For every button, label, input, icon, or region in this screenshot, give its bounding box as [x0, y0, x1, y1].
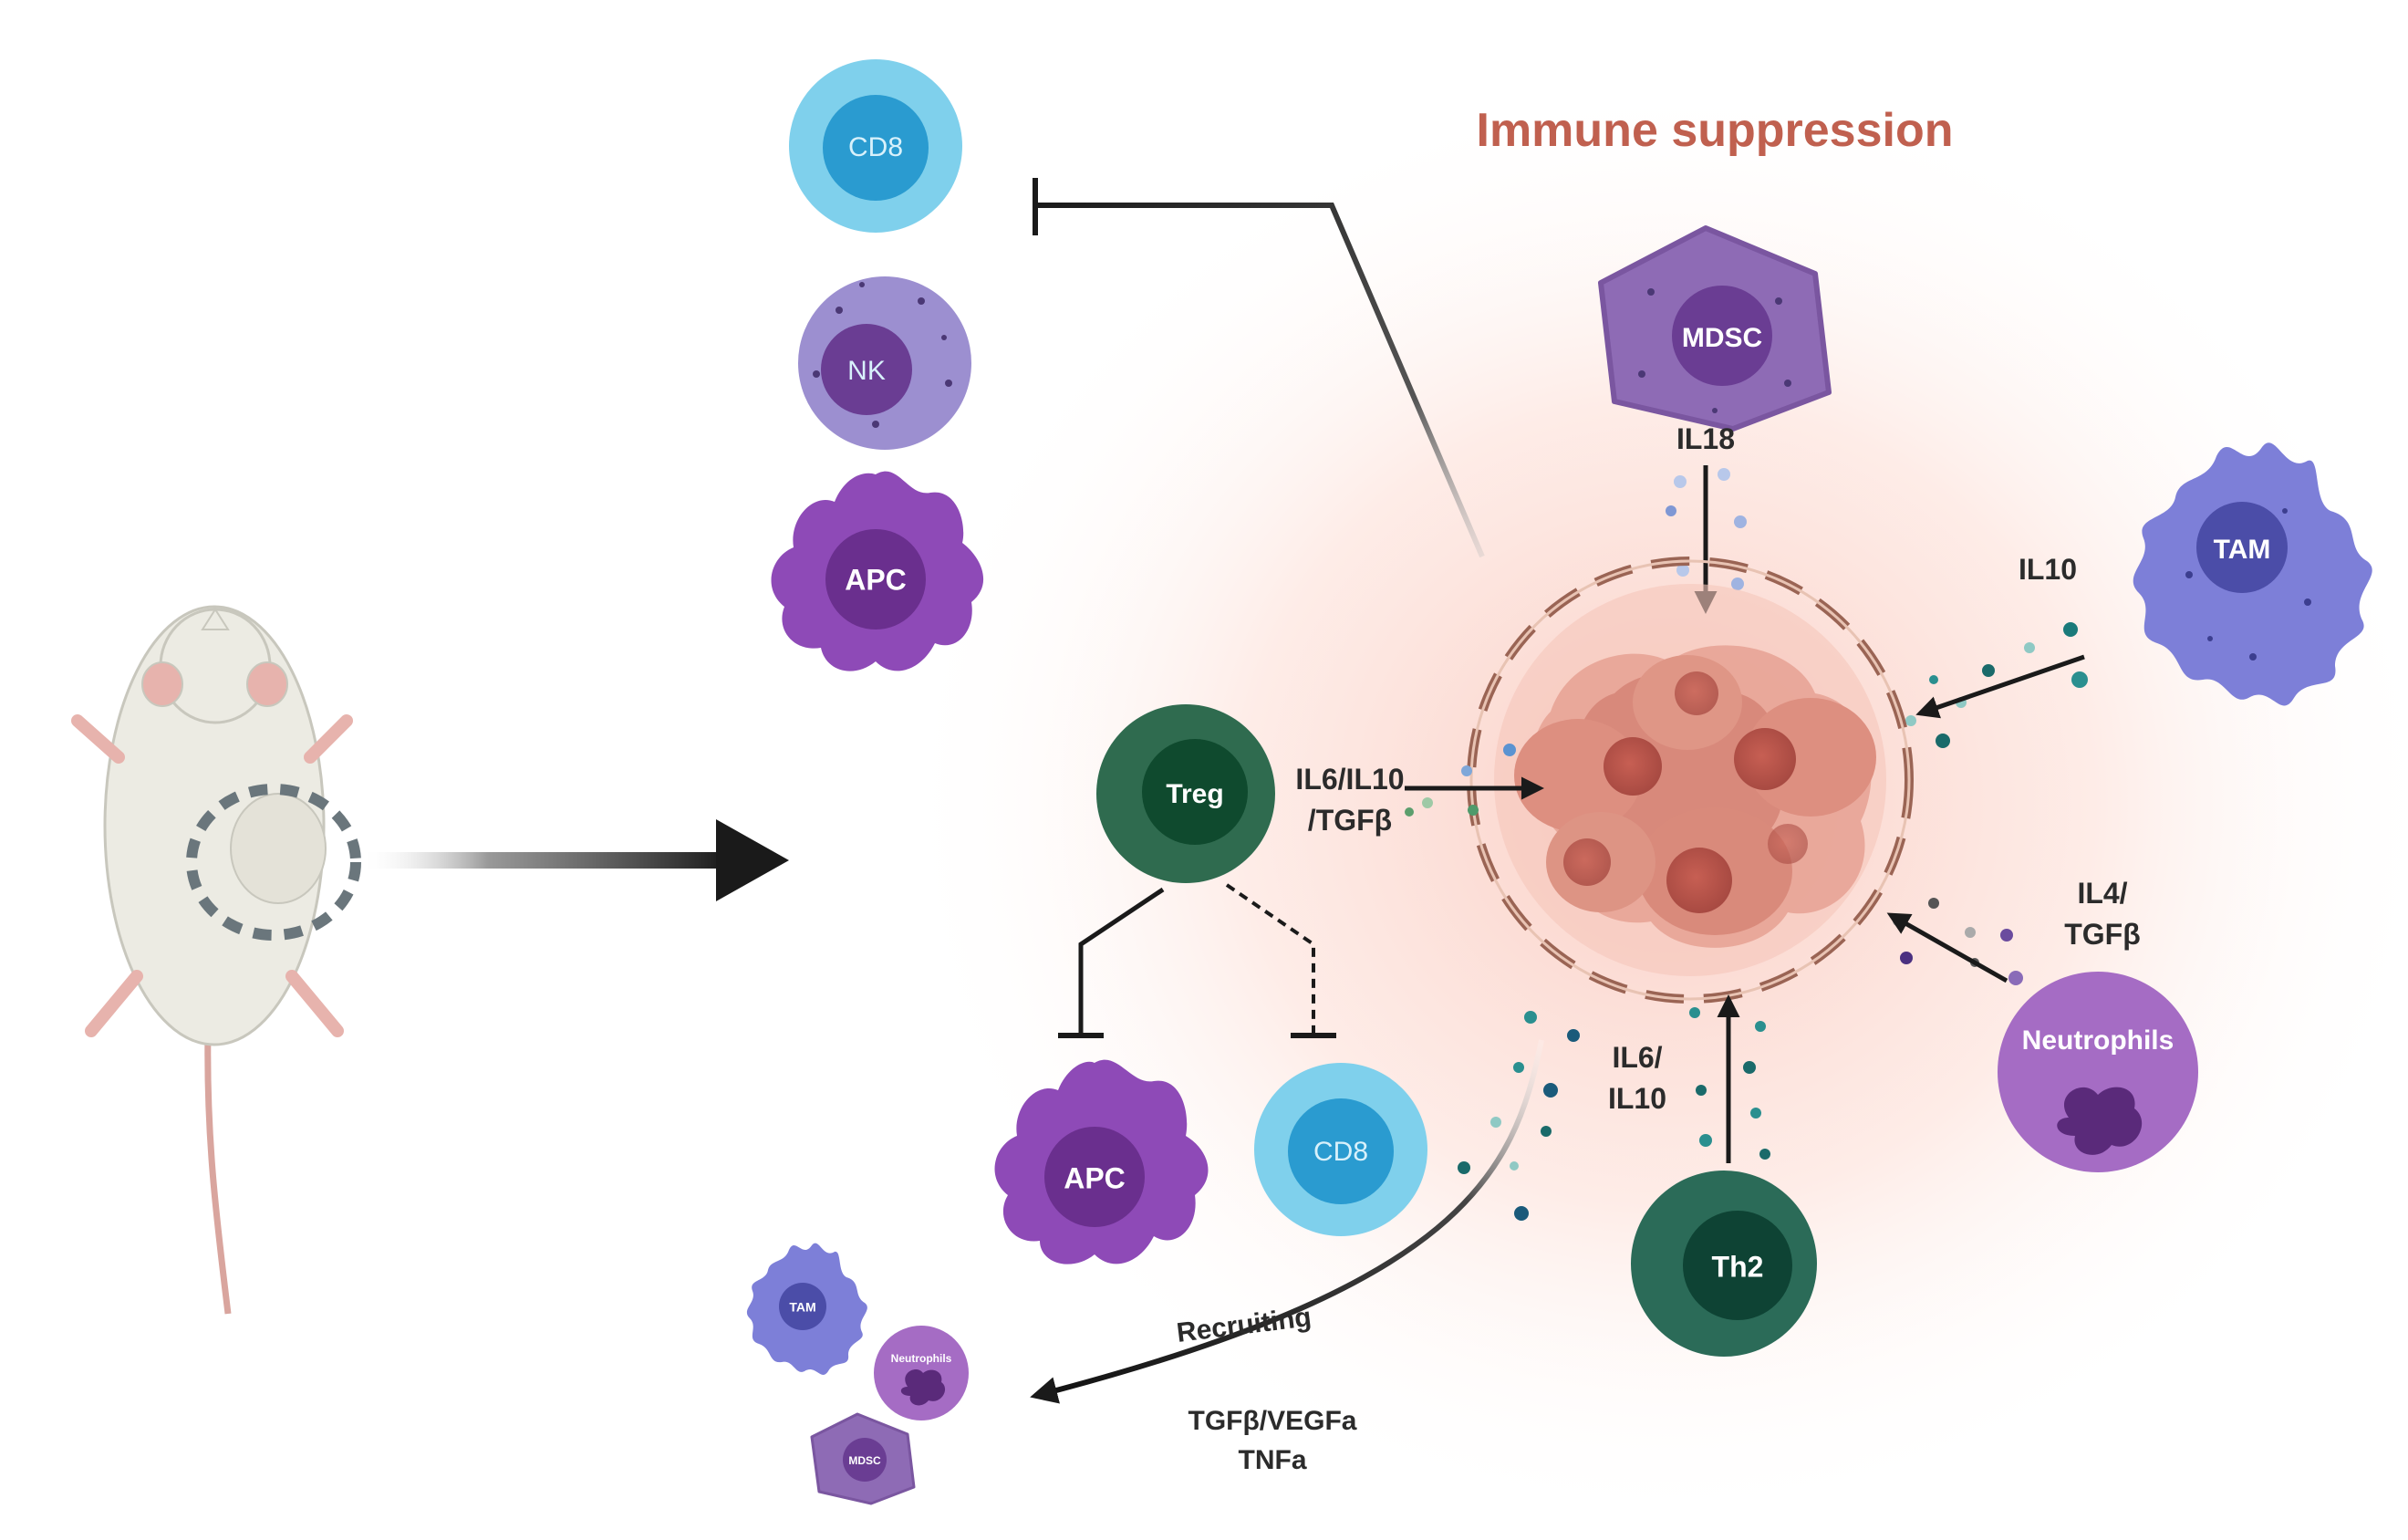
cd8-cell-top: CD8: [789, 59, 962, 233]
recruiting-dots: [1458, 1011, 1580, 1221]
page-title: Immune suppression: [1477, 104, 1954, 157]
il18-dots: [1666, 468, 1747, 590]
th2-cytokine-dots: [1689, 1007, 1770, 1160]
tam-cell-small: TAM: [746, 1243, 867, 1375]
recruit-cytokine-line1: TGFβ/VEGFa: [1188, 1406, 1357, 1436]
neutrophil-cytokine-line1: IL4/: [2077, 877, 2127, 910]
treg-label: Treg: [1166, 779, 1223, 809]
nk-cell: NK: [798, 276, 971, 450]
tam-cell: TAM: [2133, 442, 2372, 706]
tam-label: TAM: [2214, 535, 2271, 565]
neutrophils-label: Neutrophils: [2022, 1025, 2174, 1056]
th2-cell: Th2: [1631, 1171, 1817, 1357]
main-arrow-head: [716, 819, 789, 901]
il10-tam-dots: [1905, 622, 2088, 748]
mdsc-small-label: MDSC: [848, 1454, 881, 1467]
treg-inhibit-cd8: [1225, 883, 1315, 1035]
cd8-top-label: CD8: [848, 132, 903, 162]
apc-bottom-label: APC: [1064, 1161, 1126, 1194]
tam-small-label: TAM: [789, 1300, 815, 1315]
apc-top-label: APC: [845, 563, 907, 596]
main-arrow-shaft: [360, 852, 725, 869]
tumor-mass: [1467, 557, 1914, 1004]
recruiting-arrow: [1030, 1039, 1544, 1404]
cd8-cell-bottom: CD8: [1254, 1063, 1427, 1236]
il10-tam-arrow: [1915, 654, 2085, 719]
neutrophil-cytokine-arrow: [1886, 912, 2008, 983]
th2-label: Th2: [1712, 1250, 1764, 1283]
treg-cytokine-line2: /TGFβ: [1308, 804, 1392, 837]
treg-inhibit-apc: [1078, 887, 1165, 1035]
th2-cytokine-line1: IL6/: [1612, 1041, 1662, 1074]
th2-cytokine-line2: IL10: [1608, 1082, 1666, 1115]
cd8-bottom-label: CD8: [1313, 1137, 1368, 1167]
mdsc-cell-small: MDSC: [810, 1412, 916, 1505]
inhibition-line-cd8: [1035, 203, 1485, 558]
il10-tam-label: IL10: [2019, 553, 2077, 586]
mouse-illustration: [71, 605, 361, 1315]
neutrophils-small-label: Neutrophils: [891, 1352, 952, 1365]
neutrophil-cell-small: Neutrophils: [874, 1326, 969, 1420]
il18-label: IL18: [1676, 422, 1735, 455]
neutrophil-cytokine-line2: TGFβ: [2064, 918, 2141, 951]
treg-cell: Treg: [1096, 704, 1275, 883]
apc-cell-top: APC: [771, 471, 984, 671]
recruit-cytokine-line2: TNFa: [1239, 1445, 1307, 1475]
mdsc-label: MDSC: [1682, 323, 1762, 353]
apc-cell-bottom: APC: [994, 1059, 1209, 1264]
mdsc-cell: MDSC: [1598, 225, 1832, 432]
neutrophil-cell: Neutrophils: [1998, 972, 2198, 1172]
treg-cytokine-dots: [1405, 744, 1516, 817]
treg-cytokine-line1: IL6/IL10: [1295, 763, 1404, 796]
nk-label: NK: [847, 356, 886, 386]
